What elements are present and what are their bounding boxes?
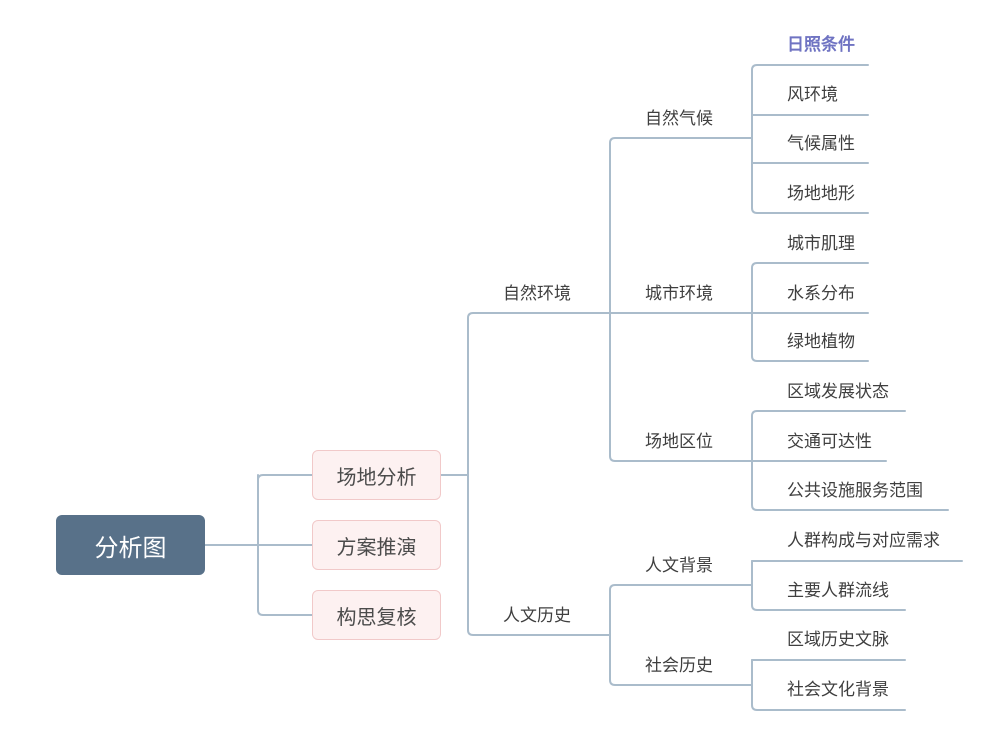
- node-social-history[interactable]: 社会历史: [645, 656, 713, 676]
- node-natural-environment[interactable]: 自然环境: [503, 284, 571, 304]
- leaf-regional-history[interactable]: 区域历史文脉: [787, 630, 889, 650]
- leaf-public-facilities[interactable]: 公共设施服务范围: [787, 481, 923, 501]
- node-site-analysis[interactable]: 场地分析: [312, 450, 441, 500]
- leaf-green-plants[interactable]: 绿地植物: [787, 332, 855, 352]
- connector-natural-branch: [609, 137, 728, 462]
- leaf-terrain[interactable]: 场地地形: [787, 184, 855, 204]
- root-node[interactable]: 分析图: [56, 515, 205, 575]
- node-scheme-deduction[interactable]: 方案推演: [312, 520, 441, 570]
- node-site-location[interactable]: 场地区位: [645, 432, 713, 452]
- connector-root-branch: [257, 474, 313, 616]
- node-label: 场地分析: [336, 464, 417, 489]
- node-natural-climate[interactable]: 自然气候: [645, 109, 713, 129]
- connector-site-branch: [467, 312, 606, 636]
- connector-humanities-branch: [609, 584, 753, 686]
- leaf-traffic[interactable]: 交通可达性: [787, 432, 872, 452]
- node-human-background[interactable]: 人文背景: [645, 556, 713, 576]
- node-label: 方案推演: [336, 534, 417, 559]
- connector-climate-branch: [751, 64, 869, 214]
- leaf-wind[interactable]: 风环境: [787, 85, 838, 105]
- leaf-regional-dev[interactable]: 区域发展状态: [787, 382, 889, 402]
- node-humanities-history[interactable]: 人文历史: [503, 606, 571, 626]
- root-node-label: 分析图: [94, 533, 167, 562]
- node-label: 构思复核: [336, 604, 417, 629]
- leaf-sunlight[interactable]: 日照条件: [787, 35, 855, 55]
- leaf-climate-attr[interactable]: 气候属性: [787, 134, 855, 154]
- leaf-urban-texture[interactable]: 城市肌理: [787, 234, 855, 254]
- leaf-crowd-needs[interactable]: 人群构成与对应需求: [787, 531, 940, 551]
- node-urban-environment[interactable]: 城市环境: [645, 284, 713, 304]
- leaf-social-culture[interactable]: 社会文化背景: [787, 680, 889, 700]
- leaf-crowd-flow[interactable]: 主要人群流线: [787, 581, 889, 601]
- node-concept-review[interactable]: 构思复核: [312, 590, 441, 640]
- leaf-water[interactable]: 水系分布: [787, 284, 855, 304]
- connector-root-top: [257, 474, 313, 481]
